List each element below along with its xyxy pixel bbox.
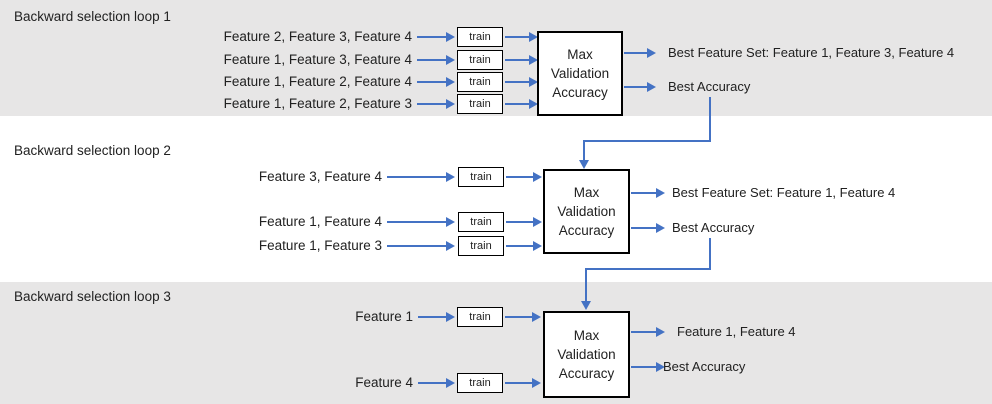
- loop-1-best-accuracy-label: Best Accuracy: [668, 79, 751, 94]
- arrow-right-icon: [417, 77, 455, 87]
- loop-1-max-validation-accuracy-box: Max Validation Accuracy: [537, 31, 623, 116]
- loop-3-feature-set-label-2: Feature 4: [355, 375, 413, 390]
- arrow-right-icon: [624, 48, 656, 58]
- loop-1-title: Backward selection loop 1: [14, 9, 171, 24]
- max-box-line-2: Validation: [550, 66, 610, 81]
- loop-1-train-box-3: train: [457, 72, 503, 92]
- loop-3-best-accuracy-label: Best Accuracy: [663, 359, 746, 374]
- arrow-right-icon: [505, 99, 538, 109]
- arrow-right-icon: [387, 241, 455, 251]
- arrow-right-icon: [506, 217, 542, 227]
- connector-1-segment: [709, 97, 711, 142]
- loop-2-best-accuracy-label: Best Accuracy: [672, 220, 755, 235]
- loop-3-train-box-2: train: [457, 373, 503, 393]
- max-box-line-2: Validation: [557, 204, 616, 219]
- arrow-right-icon: [387, 172, 455, 182]
- arrow-right-icon: [505, 32, 538, 42]
- arrow-right-icon: [624, 82, 656, 92]
- connector-1-segment: [583, 140, 711, 142]
- loop-2-feature-set-label-2: Feature 1, Feature 4: [258, 214, 382, 229]
- loop-2-max-validation-accuracy-box: Max Validation Accuracy: [543, 169, 630, 254]
- loop-1-train-box-4: train: [457, 94, 503, 114]
- loop-3-feature-set-label-1: Feature 1: [355, 309, 413, 324]
- loop-3-max-validation-accuracy-box: Max Validation Accuracy: [543, 311, 630, 398]
- loop-1-feature-set-label-3: Feature 1, Feature 2, Feature 4: [223, 74, 412, 89]
- arrow-right-icon: [387, 217, 455, 227]
- loop-1-feature-set-label-2: Feature 1, Feature 3, Feature 4: [223, 52, 412, 67]
- arrow-right-icon: [505, 77, 538, 87]
- arrow-right-icon: [505, 312, 541, 322]
- loop-2-best-feature-set-label: Best Feature Set: Feature 1, Feature 4: [672, 185, 896, 200]
- loop-1-train-box-2: train: [457, 50, 503, 70]
- max-box-line-3: Accuracy: [558, 366, 615, 381]
- loop-1-feature-set-label-4: Feature 1, Feature 2, Feature 3: [223, 96, 412, 111]
- loop-1-train-box-1: train: [457, 27, 503, 47]
- arrow-right-icon: [417, 55, 455, 65]
- connector-2-segment: [709, 238, 711, 270]
- arrow-right-icon: [505, 378, 541, 388]
- arrow-right-icon: [631, 188, 665, 198]
- loop-3-best-feature-set-label: Feature 1, Feature 4: [677, 324, 796, 339]
- loop-3-train-box-1: train: [457, 307, 503, 327]
- arrow-right-icon: [506, 241, 542, 251]
- arrow-right-icon: [631, 362, 665, 372]
- arrow-right-icon: [418, 378, 455, 388]
- max-box-line-2: Validation: [557, 347, 616, 362]
- max-box-line-1: Max: [567, 47, 593, 62]
- arrow-right-icon: [417, 32, 455, 42]
- max-box-line-3: Accuracy: [552, 85, 608, 100]
- loop-1-best-feature-set-label: Best Feature Set: Feature 1, Feature 3, …: [668, 45, 955, 60]
- loop-2-feature-set-label-1: Feature 3, Feature 4: [258, 169, 382, 184]
- loop-1-feature-set-label-1: Feature 2, Feature 3, Feature 4: [223, 29, 412, 44]
- arrow-right-icon: [417, 99, 455, 109]
- loop-3-title: Backward selection loop 3: [14, 289, 171, 304]
- loop-2-feature-set-label-3: Feature 1, Feature 3: [258, 238, 382, 253]
- connector-2-segment: [585, 268, 711, 270]
- connector-1-arrow-down-icon: [579, 140, 589, 169]
- max-box-line-1: Max: [573, 185, 600, 200]
- arrow-right-icon: [631, 327, 665, 337]
- arrow-right-icon: [505, 55, 538, 65]
- max-box-line-1: Max: [573, 328, 600, 343]
- loop-2-train-box-2: train: [458, 212, 504, 232]
- connector-2-arrow-down-icon: [581, 268, 591, 310]
- loop-2-train-box-1: train: [458, 167, 504, 187]
- arrow-right-icon: [506, 172, 542, 182]
- loop-2-train-box-3: train: [458, 236, 504, 256]
- arrow-right-icon: [631, 223, 665, 233]
- loop-2-title: Backward selection loop 2: [14, 143, 171, 158]
- max-box-line-3: Accuracy: [558, 223, 615, 238]
- arrow-right-icon: [418, 312, 455, 322]
